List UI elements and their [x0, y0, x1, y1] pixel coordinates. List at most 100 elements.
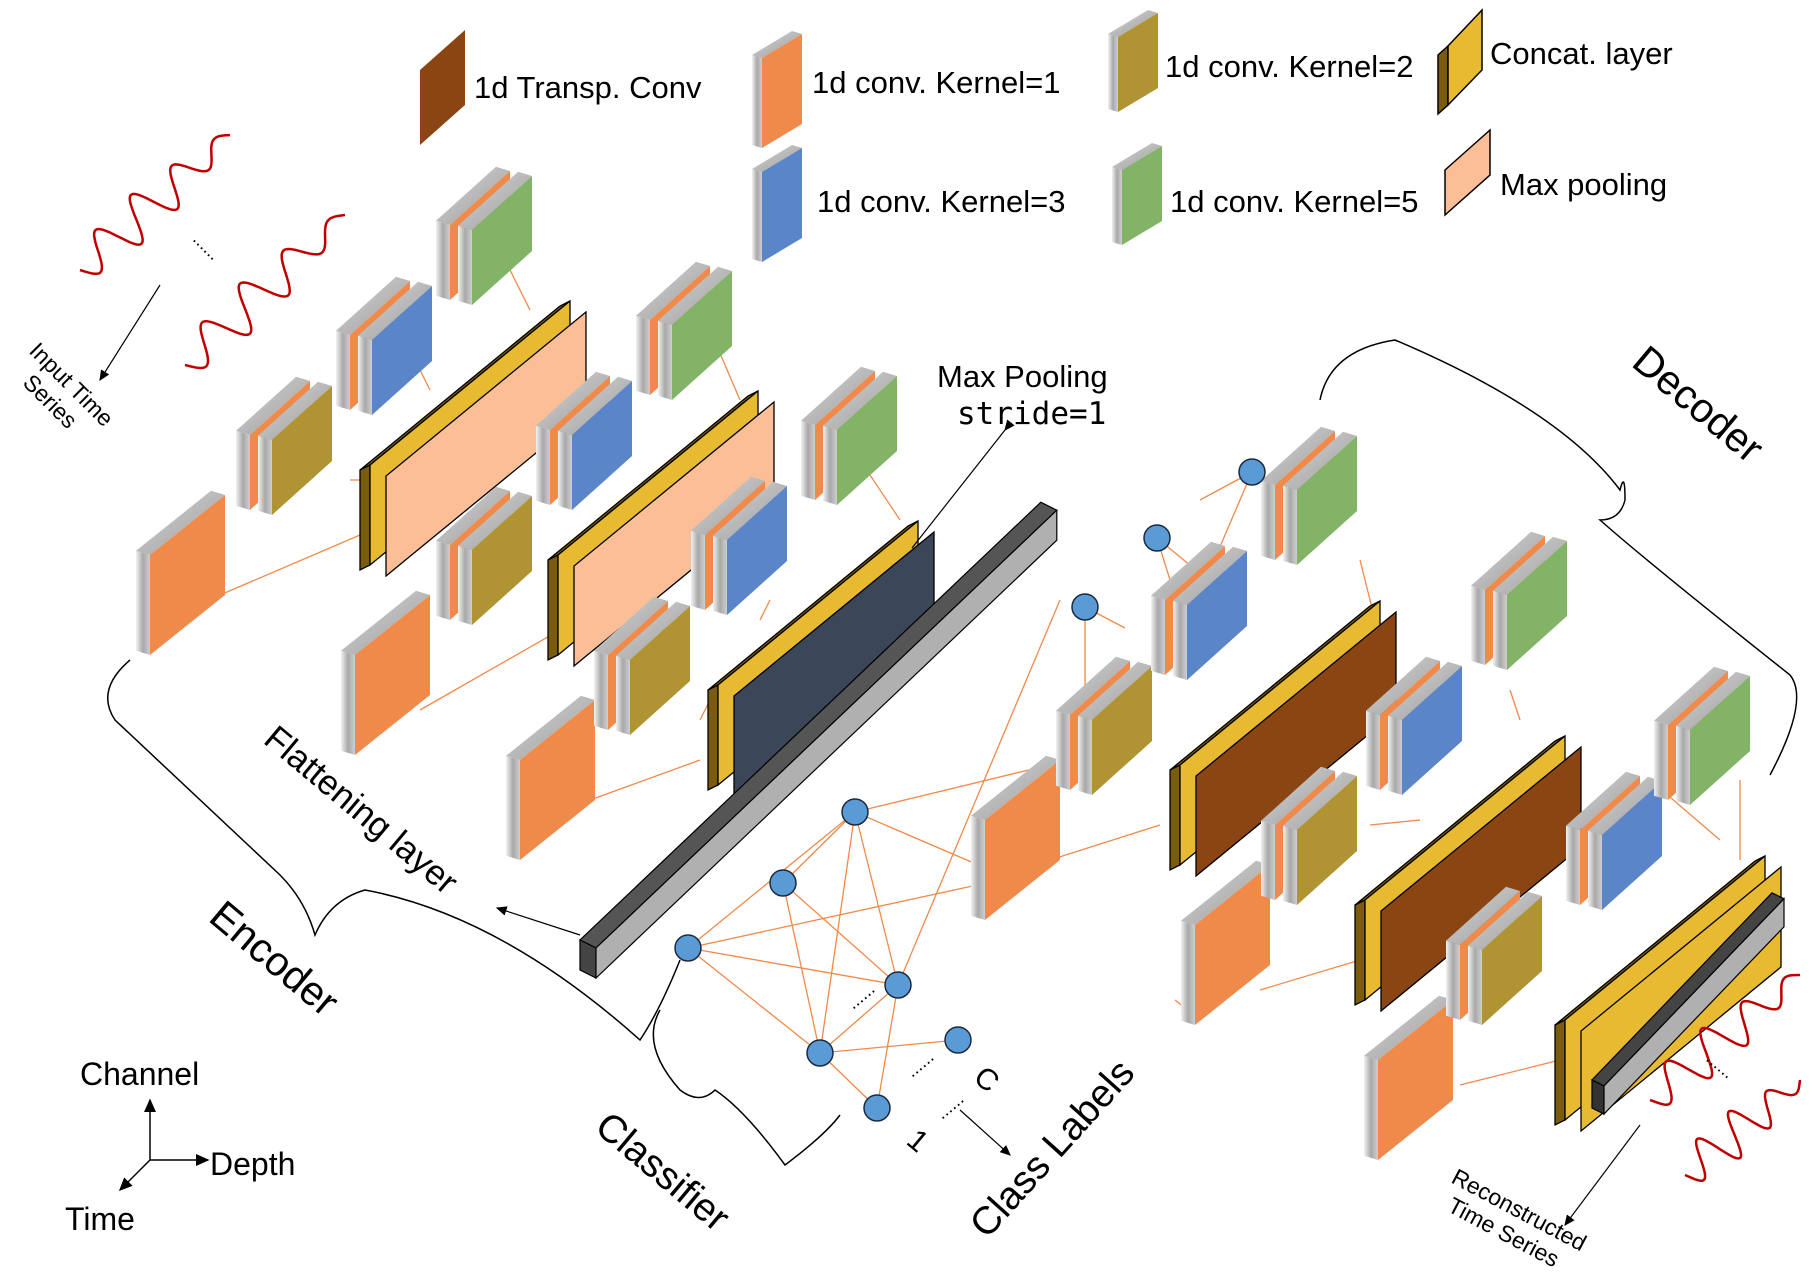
enc1-k2-pair-front-b-side — [258, 435, 272, 515]
legend-conv-k5-label: 1d conv. Kernel=5 — [1170, 184, 1418, 219]
enc2-k3-pair-front-b-side — [558, 430, 572, 510]
dec2-k3-pair-front-a-top — [1366, 656, 1440, 715]
enc1-concat-maxpool — [359, 299, 587, 578]
dec2-k1-tile-face — [1195, 865, 1270, 1025]
legend-k1-tile-side — [752, 55, 762, 148]
enc3-k5-pair — [801, 366, 897, 505]
dec1-k2-pair — [1056, 656, 1152, 795]
enc1-k3-pair — [336, 276, 432, 415]
dec3-k3-pair — [1566, 771, 1662, 910]
enc3-k2-pair — [594, 596, 690, 735]
dec3-k3-pair-front-b-side — [1588, 830, 1602, 910]
classifier-edge-10 — [854, 811, 899, 986]
enc3-k5-pair-front-b-face — [837, 376, 897, 505]
neuron-b — [769, 869, 797, 897]
output-bar-face — [1603, 897, 1785, 1116]
classifier-edge-2 — [782, 811, 856, 884]
maxpool-stride-line1: Max Pooling — [937, 359, 1108, 394]
dec3-k2-pair-front-a-top — [1446, 886, 1520, 945]
enc3-k3-pair-front-b-face — [727, 486, 787, 615]
enc3-k5-pair-front-b-side — [823, 425, 837, 505]
enc1-k2-pair-front-a-top — [236, 376, 310, 435]
classifier-edge-9 — [876, 984, 899, 1109]
dec1-concat-transp-concat-edge — [1169, 763, 1181, 872]
encoder-edge-0 — [219, 534, 361, 596]
dec2-k5-pair-front-a-top — [1471, 531, 1545, 590]
enc1-k2-pair-front-b — [258, 381, 332, 515]
neuron-a — [841, 798, 869, 826]
output-signal-1 — [1649, 973, 1800, 1106]
enc3-k1-tile-top — [506, 695, 595, 760]
classifier-dots-1: ...... — [843, 978, 879, 1013]
dec2-k2-pair-front-b-top — [1283, 771, 1357, 830]
dec3-k2-pair-front-b-side — [1468, 945, 1482, 1025]
output-signal-2 — [1684, 1079, 1802, 1183]
neuron-j — [1238, 458, 1266, 486]
decoder-edge-0 — [1049, 824, 1161, 861]
classifier-edge-11 — [819, 984, 899, 1054]
legend-conv-k1-swatch — [752, 31, 802, 148]
class-last-label: C — [968, 1060, 1006, 1099]
legend-transp-conv-swatch — [420, 30, 465, 145]
legend-k5-tile-top — [1112, 143, 1162, 170]
enc1-k2-pair-front-b-top — [258, 381, 332, 440]
legend-maxpool-swatch — [1444, 128, 1491, 217]
enc1-k5-pair-front-b-side — [458, 225, 472, 305]
dec3-k1-tile-face — [1378, 1000, 1453, 1160]
enc3-k3-pair-front-a-top — [691, 476, 765, 535]
enc2-k5-pair-front-b-top — [658, 266, 732, 325]
enc2-k5-pair-front-b — [658, 266, 732, 400]
maxpool-stride-arrow — [911, 419, 1015, 549]
enc1-k3-pair-front-a-side — [336, 330, 350, 410]
legend-conv-k3: 1d conv. Kernel=3 — [752, 145, 1065, 262]
dec1-k2-pair-front-b — [1078, 661, 1152, 795]
reconstructed-label: Reconstructed Time Series — [1444, 1163, 1591, 1272]
legend-k1-tile-face — [762, 34, 802, 148]
dec3-k3-pair-front-b — [1588, 776, 1662, 910]
dec2-k3-pair-front-b-side — [1388, 715, 1402, 795]
enc3-k1-tile-face — [520, 700, 595, 860]
encoder-label: Encoder — [201, 892, 348, 1025]
classifier-edge-5 — [687, 947, 821, 1054]
output-bar — [1591, 892, 1785, 1116]
decoder-edge-4 — [1509, 689, 1521, 721]
enc2-k2-pair-front-b — [458, 491, 532, 625]
enc1-k1-tile-top — [136, 490, 225, 555]
enc2-k2-pair-front-b-side — [458, 545, 472, 625]
legend-k5-tile-face — [1122, 146, 1162, 245]
legend-conv-k5-swatch — [1112, 143, 1162, 245]
neuron-e — [806, 1039, 834, 1067]
dec2-k5-pair-front-b — [1493, 536, 1567, 670]
dec3-k1-tile — [1364, 995, 1453, 1160]
enc2-k3-pair-front-a-top — [536, 371, 610, 430]
dec1-k5-pair-front-b-side — [1283, 485, 1297, 565]
legend-k3-tile-top — [752, 145, 802, 172]
legend-maxpool: Max pooling — [1444, 128, 1667, 217]
dec2-k5-pair-front-b-top — [1493, 536, 1567, 595]
classifier-label: Classifier — [587, 1104, 737, 1240]
dec1-k5-pair-front-b — [1283, 431, 1357, 565]
enc3-k3-pair-front-b — [713, 481, 787, 615]
dec3-k5-pair-front-b — [1676, 671, 1750, 805]
enc2-k3-pair-front-a-side — [536, 425, 550, 505]
enc1-k3-pair-front-b — [358, 281, 432, 415]
classifier-dots-2: ...... — [902, 1046, 938, 1081]
dec3-k5-pair — [1654, 666, 1750, 805]
enc1-k5-pair-front-b-face — [472, 176, 532, 305]
axis-channel-label: Channel — [80, 1056, 199, 1092]
classifier-edge-1 — [819, 811, 856, 1054]
dec3-concat-final-concat-edge — [1554, 1018, 1566, 1127]
enc3-k2-pair-front-b-face — [630, 606, 690, 735]
enc1-k3-pair-front-b-face — [372, 286, 432, 415]
dec2-k2-pair-front-a-side — [1261, 820, 1275, 900]
maxpool-stride-label: Max Pooling stride=1 — [911, 359, 1108, 549]
dec1-k2-pair-front-b-side — [1078, 715, 1092, 795]
dec3-k3-pair-front-b-top — [1588, 776, 1662, 835]
legend-k2-tile — [1108, 10, 1158, 112]
legend-k3-tile-side — [752, 169, 762, 262]
encoder-edge-8 — [589, 759, 701, 801]
class-first-label: 1 — [901, 1123, 935, 1159]
legend-k2-tile-side — [1108, 34, 1118, 112]
enc3-k3-pair — [691, 476, 787, 615]
neuron-f — [944, 1026, 972, 1054]
